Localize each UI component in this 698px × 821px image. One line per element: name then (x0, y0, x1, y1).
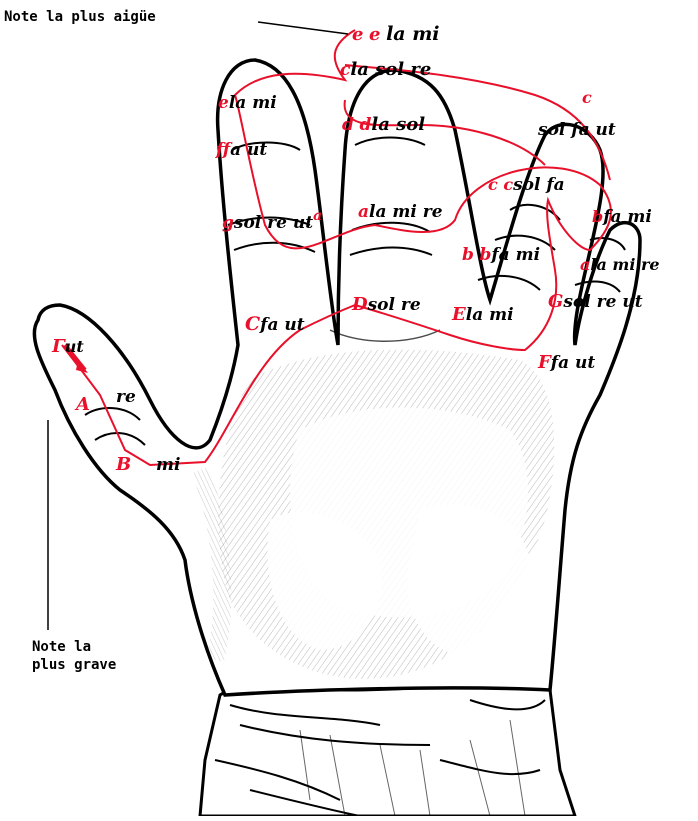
label-A: A (74, 394, 90, 415)
label-B: B (115, 454, 131, 475)
label-b-fa-mi-right: bfa mi (592, 207, 652, 227)
sleeve (200, 685, 575, 816)
label-top-e: e e la mi (352, 23, 440, 45)
label-d-la-sol: d dla sol (342, 114, 425, 135)
label-a-la-mi-re-right: ala mi re (580, 255, 660, 274)
callout-lowest-line2: plus grave (32, 656, 182, 674)
label-E-la-mi: Ela mi (451, 304, 514, 325)
label-c-la-sol-re: cla sol re (340, 59, 431, 80)
callout-lowest-note: Note la plus grave (32, 638, 182, 674)
callout-lowest-line1: Note la (32, 638, 182, 656)
callout-highest-note: Note la plus aigüe (4, 8, 156, 26)
label-c-sol-fa: c csol fa (488, 175, 565, 195)
label-F-fa-ut: Ffa ut (537, 352, 595, 373)
label-C-fa-ut: Cfa ut (245, 313, 305, 335)
label-b-fa-mi: b bfa mi (462, 245, 540, 265)
label-f-fa-ut: ffa ut (215, 140, 267, 160)
hand-outline (34, 60, 640, 695)
label-D-sol-re: Dsol re (351, 294, 421, 315)
label-G-sol-re-ut: Gsol re ut (548, 291, 643, 312)
label-c-top: c (582, 88, 592, 107)
label-a-la-mi-re: ala mi re (358, 202, 443, 222)
label-e-la-mi: ela mi (218, 93, 277, 113)
callout-top-leader (258, 22, 348, 34)
label-gamma-ut: Γut (51, 336, 84, 357)
label-sol-fa-ut: sol fa ut (537, 120, 616, 140)
label-mi: mi (156, 455, 180, 475)
label-re: re (116, 387, 136, 407)
